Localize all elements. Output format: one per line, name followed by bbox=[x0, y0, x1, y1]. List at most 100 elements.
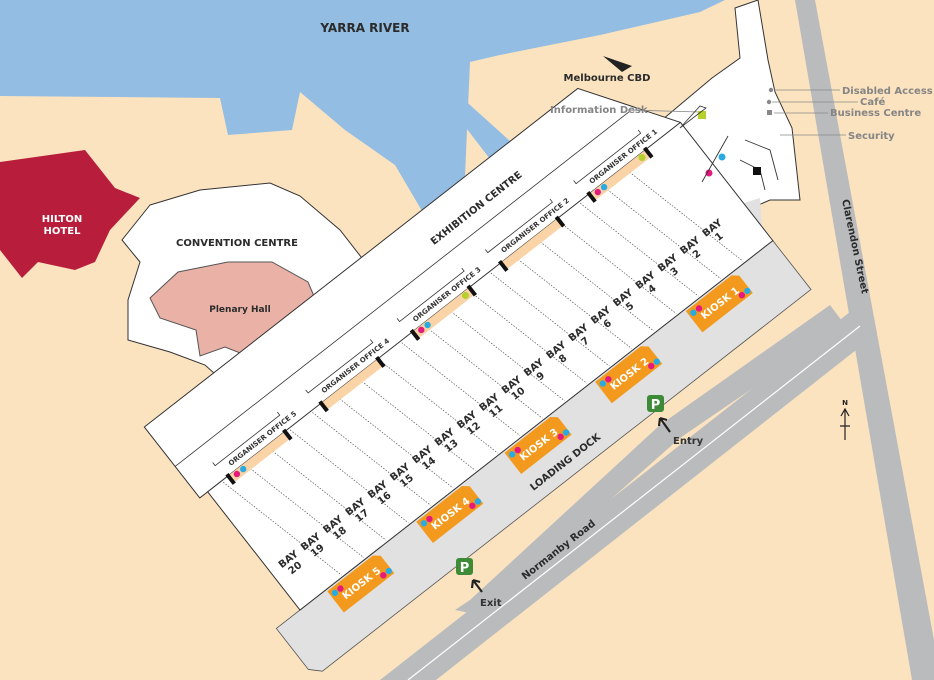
service-road bbox=[455, 305, 845, 615]
kiosk-shape bbox=[595, 346, 663, 404]
cafe-label: Café bbox=[860, 96, 885, 108]
exhibition-hall bbox=[143, 87, 774, 611]
office-area bbox=[321, 359, 383, 410]
hilton-hotel bbox=[0, 150, 140, 278]
exit-parking[interactable]: P Exit bbox=[456, 558, 502, 609]
normanby-road-centerline bbox=[407, 325, 861, 680]
magenta-marker bbox=[469, 502, 476, 509]
cyan-marker bbox=[718, 153, 726, 161]
cbd-label: Melbourne CBD bbox=[564, 73, 651, 84]
exit-arrow-icon bbox=[470, 578, 483, 593]
office-bracket bbox=[485, 198, 553, 254]
magenta-marker bbox=[705, 169, 713, 177]
information-desk-label: Information Desk bbox=[550, 105, 648, 116]
magenta-marker bbox=[418, 326, 425, 334]
security-box bbox=[753, 167, 761, 175]
office-door bbox=[554, 215, 566, 228]
lime-marker bbox=[461, 291, 469, 299]
cyan-marker bbox=[600, 183, 608, 191]
kiosk-shape bbox=[504, 417, 572, 475]
bay-divider bbox=[401, 342, 521, 436]
kiosk-shape bbox=[685, 275, 753, 333]
information-desk[interactable]: Information Desk bbox=[550, 105, 707, 129]
parking-letter: P bbox=[651, 398, 661, 413]
parking-icon bbox=[647, 395, 664, 412]
magenta-marker bbox=[695, 305, 703, 312]
bay-divider bbox=[557, 220, 677, 314]
office-bracket bbox=[396, 267, 465, 323]
kiosk-shape bbox=[327, 555, 395, 613]
office-door bbox=[318, 400, 329, 413]
business-centre-marker bbox=[767, 110, 772, 115]
bays: BAY1BAY2BAY3BAY4BAY5BAY6BAY7BAY8BAY9BAY1… bbox=[222, 168, 744, 577]
entry-label: Entry bbox=[673, 436, 704, 447]
bay-divider bbox=[334, 394, 454, 489]
office-door bbox=[282, 428, 293, 441]
cyan-marker bbox=[240, 465, 247, 473]
magenta-marker bbox=[557, 433, 564, 441]
bay-divider bbox=[490, 272, 610, 367]
office-door bbox=[225, 472, 236, 485]
magenta-marker bbox=[594, 188, 602, 196]
bay-divider bbox=[267, 447, 387, 541]
cyan-marker bbox=[508, 451, 516, 458]
bay-divider bbox=[423, 325, 543, 419]
convention-centre-label: CONVENTION CENTRE bbox=[176, 238, 298, 249]
bay-divider bbox=[446, 307, 565, 402]
magenta-marker bbox=[426, 515, 433, 523]
bay-divider bbox=[468, 290, 588, 384]
disabled-access-marker bbox=[768, 87, 774, 93]
bay-divider bbox=[579, 202, 699, 297]
magenta-marker bbox=[648, 362, 655, 370]
entry-arrow-icon bbox=[657, 416, 671, 433]
corridor-wall bbox=[174, 111, 630, 467]
north-arrow: N bbox=[840, 399, 850, 440]
office-door bbox=[497, 259, 509, 272]
disabled-access-label: Disabled Access bbox=[842, 86, 933, 97]
cyan-marker bbox=[744, 287, 751, 295]
office-bracket bbox=[573, 129, 642, 185]
river-dock bbox=[400, 78, 520, 172]
lime-marker bbox=[638, 154, 646, 162]
cyan-marker bbox=[690, 309, 697, 316]
cyan-marker bbox=[420, 520, 428, 527]
cyan-marker bbox=[474, 498, 482, 505]
parking-letter: P bbox=[460, 561, 470, 576]
kiosk-shape bbox=[416, 485, 484, 543]
cbd-direction-icon bbox=[603, 56, 632, 72]
cyan-marker bbox=[331, 589, 339, 597]
office-bracket bbox=[305, 339, 374, 394]
foyer-features bbox=[701, 135, 779, 191]
bay-divider bbox=[602, 185, 721, 279]
north-arrow-icon bbox=[840, 407, 850, 440]
hilton-label-1: HILTON bbox=[42, 214, 83, 225]
cyan-marker bbox=[385, 567, 393, 575]
magenta-marker bbox=[337, 585, 344, 592]
bay-divider bbox=[513, 255, 632, 349]
cyan-marker bbox=[562, 429, 570, 436]
magenta-marker bbox=[380, 572, 387, 579]
parking-icon bbox=[456, 558, 473, 575]
office-door bbox=[642, 146, 654, 159]
magenta-marker bbox=[233, 470, 241, 478]
magenta-marker bbox=[605, 376, 612, 383]
leader-line bbox=[627, 109, 701, 113]
office-door bbox=[586, 191, 597, 203]
office-door bbox=[409, 328, 421, 341]
bay-divider bbox=[356, 377, 476, 471]
bay-divider bbox=[535, 237, 655, 332]
office-door bbox=[466, 284, 478, 297]
cafe-marker bbox=[766, 99, 772, 105]
cyan-marker bbox=[653, 358, 660, 365]
amenity-legend: Disabled Access Café Business Centre Sec… bbox=[766, 86, 933, 142]
magenta-marker bbox=[738, 292, 746, 299]
security-label: Security bbox=[848, 131, 895, 142]
yarra-river bbox=[0, 0, 725, 250]
exit-label: Exit bbox=[480, 598, 502, 609]
cyan-marker bbox=[599, 380, 606, 387]
entry-parking[interactable]: P Entry bbox=[647, 395, 704, 447]
hilton-label-2: HOTEL bbox=[44, 226, 82, 237]
bay-divider bbox=[289, 429, 409, 524]
office-bracket bbox=[212, 411, 281, 467]
